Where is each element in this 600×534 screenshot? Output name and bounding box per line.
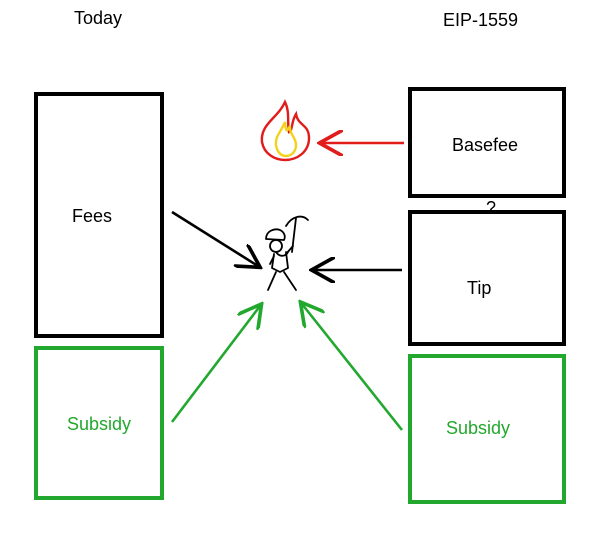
fees-label: Fees xyxy=(72,206,113,226)
subsidy-eip1559-to-miner-arrow xyxy=(302,304,404,431)
subsidy-label-today: Subsidy xyxy=(67,414,132,434)
today-title: Today xyxy=(74,8,123,28)
fees-box xyxy=(34,92,164,338)
question-mark: ? xyxy=(486,198,497,218)
eip1559-title: EIP-1559 xyxy=(443,10,519,30)
subsidy-label-eip1559: Subsidy xyxy=(446,418,511,438)
subsidy-box-eip1559 xyxy=(408,354,566,504)
subsidy-today-to-miner-arrow xyxy=(170,306,260,423)
subsidy-box-today xyxy=(34,346,164,500)
fees-to-miner-arrow xyxy=(171,210,258,266)
basefee-label: Basefee xyxy=(452,135,519,155)
miner-icon xyxy=(265,215,309,291)
tip-label: Tip xyxy=(467,278,492,298)
basefee-box xyxy=(408,87,566,198)
tip-box xyxy=(408,210,566,346)
fire-icon xyxy=(260,99,311,162)
